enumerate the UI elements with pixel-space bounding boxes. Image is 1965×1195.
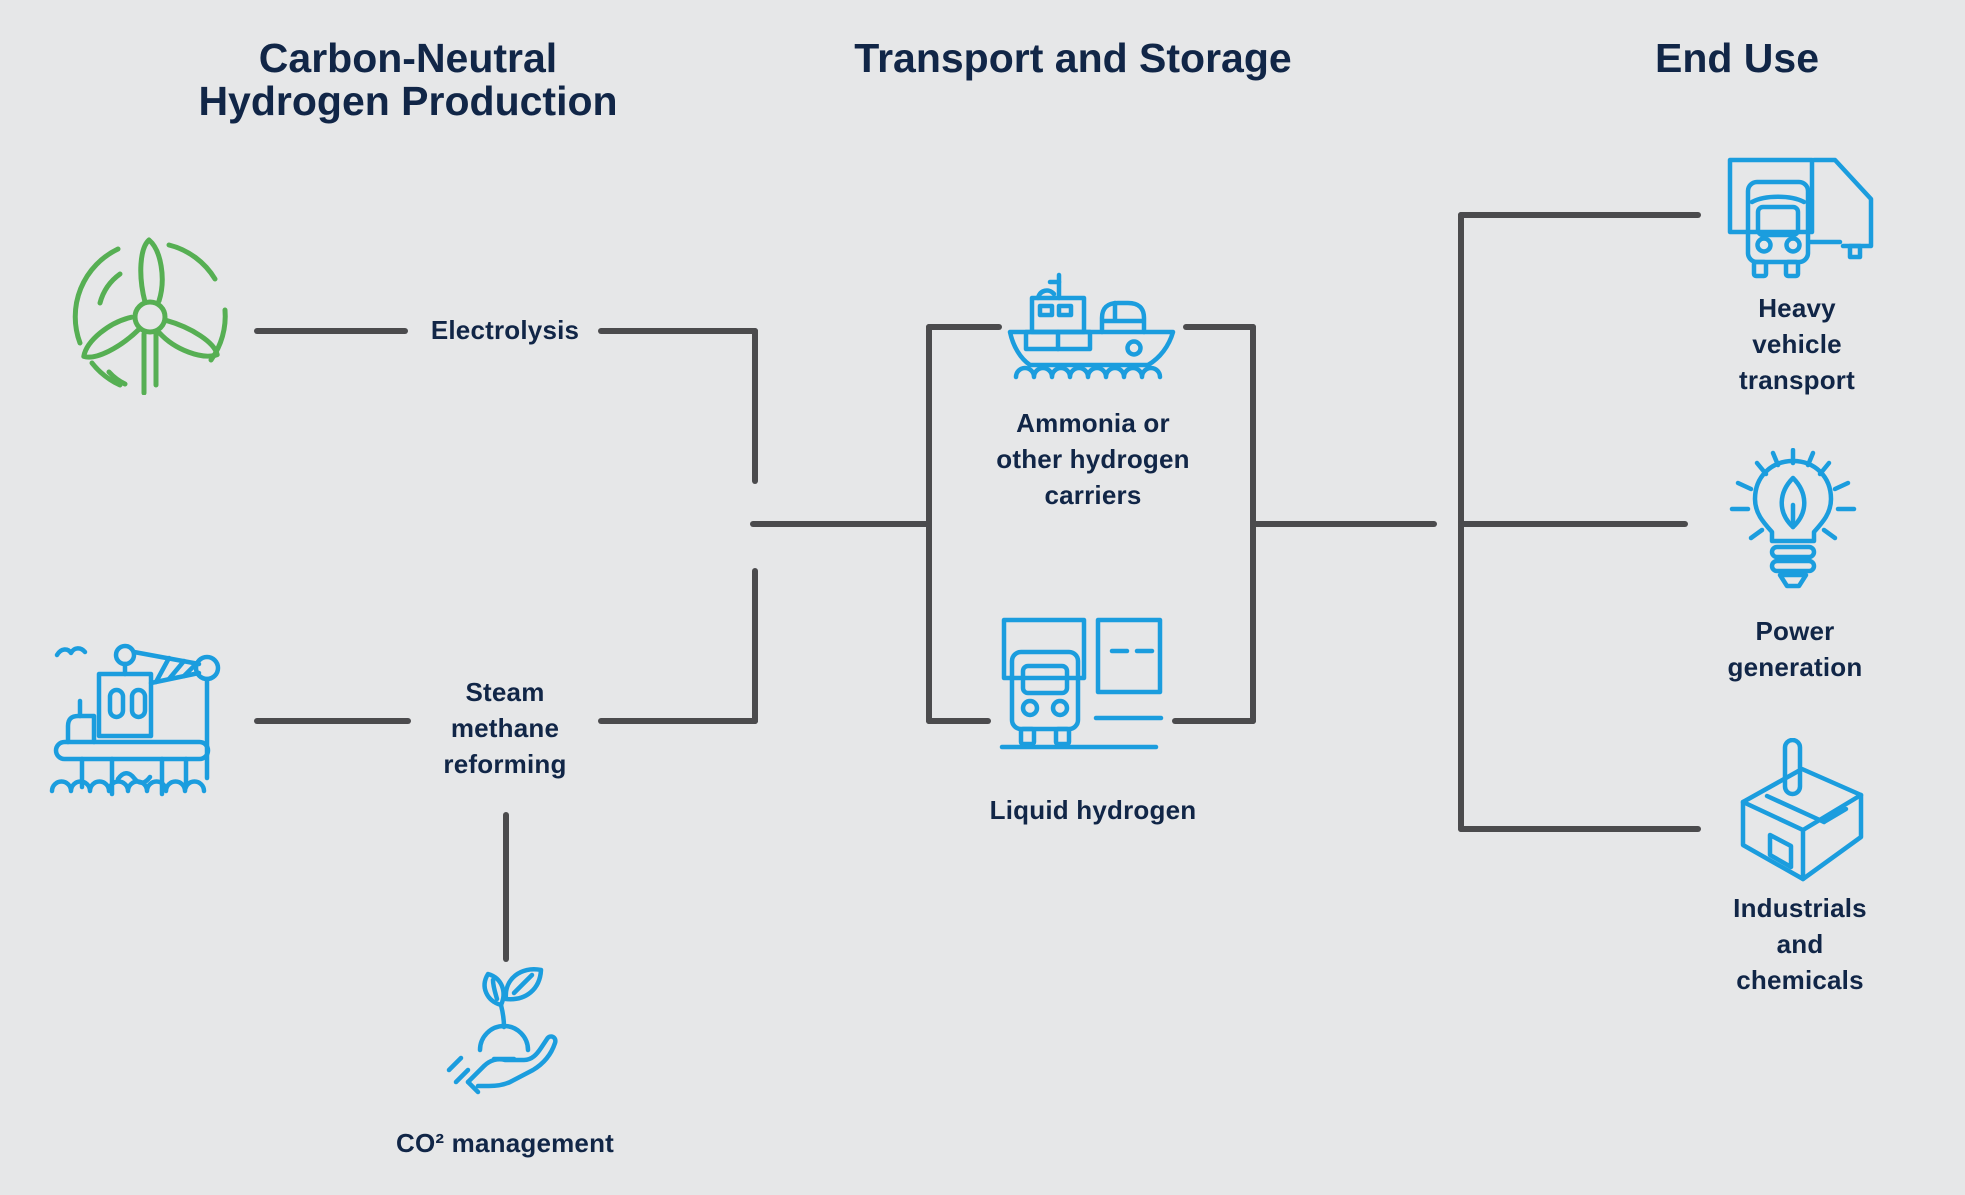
heavy-vehicle-transport-label: Heavy vehicle transport (1739, 293, 1855, 395)
connector-from-ship-right (1183, 324, 1256, 330)
transport-storage-column-title: Transport and Storage (854, 35, 1292, 81)
eco-lightbulb-icon (1726, 448, 1861, 598)
seedling-in-hand-icon (442, 962, 567, 1104)
connector-platform-to-smr (254, 718, 411, 724)
connector-to-ship-left (926, 324, 1002, 330)
wind-turbine-icon (62, 215, 237, 395)
co2-management-label: CO² management (395, 1128, 615, 1158)
connector-to-truck-left (926, 718, 991, 724)
offshore-platform-icon (44, 638, 234, 803)
connector-from-truck-right (1172, 718, 1256, 724)
end-use-column-title: End Use (1654, 35, 1820, 81)
connector-smr-to-co2 (503, 812, 509, 962)
connector-electrolysis-down (752, 328, 758, 484)
electrolysis-label: Electrolysis (430, 315, 580, 345)
connector-to-industrials (1458, 826, 1701, 832)
connector-transport-to-enduse (1250, 521, 1437, 527)
liquid-hydrogen-label: Liquid hydrogen (989, 795, 1197, 825)
power-generation-label: Power generation (1727, 616, 1863, 682)
connector-to-power-generation (1458, 521, 1688, 527)
industrials-chemicals-label: Industrials and chemicals (1733, 893, 1867, 995)
connector-transport-left-spine (926, 324, 932, 724)
connector-electrolysis-right (598, 328, 758, 334)
connector-to-heavy-vehicle (1458, 212, 1701, 218)
connector-production-merge (750, 521, 931, 527)
ammonia-carriers-label: Ammonia or other hydrogen carriers (996, 408, 1190, 510)
connector-smr-up (752, 568, 758, 724)
truck-container-icon (996, 614, 1168, 754)
connector-turbine-to-electrolysis (254, 328, 408, 334)
steam-methane-reforming-label: Steam methane reforming (443, 677, 567, 779)
connector-smr-right (598, 718, 758, 724)
semi-truck-icon (1722, 155, 1880, 295)
production-column-title: Carbon-Neutral Hydrogen Production (198, 35, 618, 124)
cargo-ship-icon (1002, 270, 1182, 392)
factory-box-icon (1725, 738, 1880, 888)
